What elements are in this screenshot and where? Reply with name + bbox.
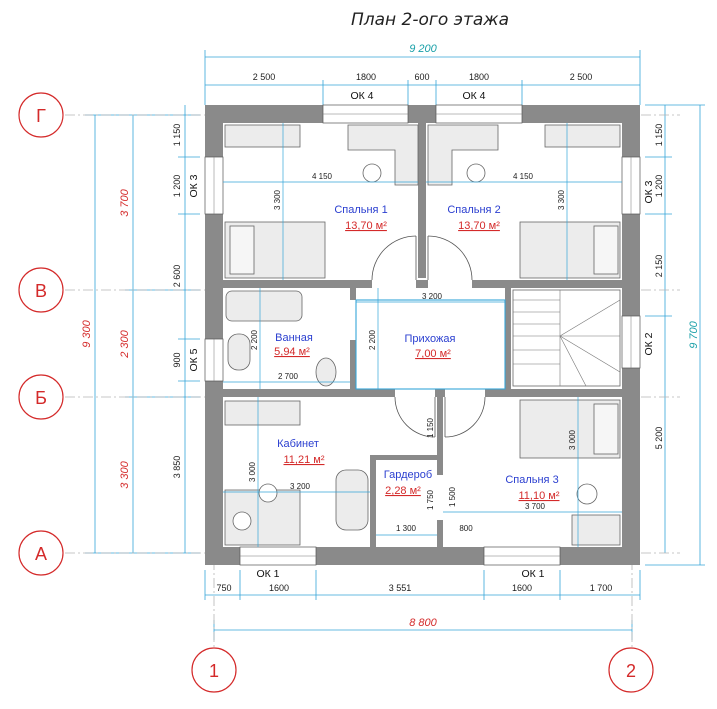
bottom-dimension-lines bbox=[204, 570, 641, 640]
axis-label-row-2: В bbox=[35, 281, 47, 301]
top-dim-4: 1800 bbox=[469, 72, 489, 82]
right-minor-dim-4: 5 200 bbox=[654, 427, 664, 450]
room-area-office: 11,21 м² bbox=[284, 454, 325, 466]
room-area-hallway: 7,00 м² bbox=[415, 348, 451, 360]
door-swings bbox=[371, 235, 486, 438]
right-minor-dim-2: 1 200 bbox=[654, 175, 664, 198]
room-outline-highlights bbox=[355, 299, 506, 390]
room-name-hallway: Прихожая bbox=[405, 333, 456, 345]
sp2-height-dim: 3 300 bbox=[557, 189, 566, 210]
sp3-height-dim: 3 000 bbox=[568, 429, 577, 450]
axis-label-col-2: 2 bbox=[626, 661, 636, 681]
sp3-width-dim: 3 700 bbox=[525, 502, 546, 511]
room-name-bedroom-3: Спальня 3 bbox=[505, 474, 558, 486]
axis-label-row-1: Г bbox=[36, 106, 46, 126]
window-label-bottom-left: ОК 1 bbox=[256, 568, 279, 580]
left-minor-dim-4: 900 bbox=[172, 352, 182, 367]
bottom-dim-3: 3 551 bbox=[389, 583, 412, 593]
gard-height-dim-1: 1 150 bbox=[426, 417, 435, 438]
window-label-top-left: ОК 4 bbox=[350, 90, 373, 102]
window-label-bottom-right: ОК 1 bbox=[521, 568, 544, 580]
sp1-width-dim: 4 150 bbox=[312, 172, 333, 181]
axis-bubbles bbox=[18, 92, 654, 693]
sp3-height-dim-2: 1 500 bbox=[448, 486, 457, 507]
door-openings bbox=[350, 280, 485, 520]
top-dim-2: 1800 bbox=[356, 72, 376, 82]
room-name-wardrobe: Гардероб bbox=[384, 469, 432, 481]
left-major-dim-3: 3 300 bbox=[119, 460, 131, 488]
top-total-dim: 9 200 bbox=[409, 43, 437, 55]
left-major-dim-1: 3 700 bbox=[119, 188, 131, 216]
bottom-dim-1: 750 bbox=[216, 583, 231, 593]
right-total-dim: 9 700 bbox=[688, 320, 700, 348]
room-name-bedroom-2: Спальня 2 bbox=[447, 204, 500, 216]
room-area-bedroom-3: 11,10 м² bbox=[519, 490, 560, 502]
cab-height-dim: 3 000 bbox=[248, 461, 257, 482]
axis-label-row-3: Б bbox=[35, 388, 47, 408]
left-minor-dim-1: 1 150 bbox=[172, 124, 182, 147]
window-label-right-upper: ОК 3 bbox=[643, 180, 655, 203]
gard-height-dim-2: 1 750 bbox=[426, 489, 435, 510]
top-dim-5: 2 500 bbox=[570, 72, 593, 82]
hall-width-dim: 3 200 bbox=[422, 292, 443, 301]
hall-height-dim: 2 200 bbox=[368, 329, 377, 350]
inner-dimension-lines bbox=[223, 123, 622, 547]
room-area-bedroom-2: 13,70 м² bbox=[458, 220, 500, 232]
right-minor-dim-3: 2 150 bbox=[654, 255, 664, 278]
left-total-dim: 9 300 bbox=[81, 319, 93, 347]
window-label-left-upper: ОК 3 bbox=[188, 174, 200, 197]
window-label-right-mid: ОК 2 bbox=[643, 332, 655, 355]
gard-width-dim: 1 300 bbox=[396, 524, 417, 533]
left-dimension-lines bbox=[85, 105, 200, 554]
plan-title: План 2-ого этажа bbox=[351, 10, 509, 30]
top-dim-1: 2 500 bbox=[253, 72, 276, 82]
bottom-dim-4: 1600 bbox=[512, 583, 532, 593]
right-minor-dim-1: 1 150 bbox=[654, 124, 664, 147]
room-name-office: Кабинет bbox=[277, 438, 319, 450]
window-label-top-right: ОК 4 bbox=[462, 90, 485, 102]
bottom-dim-2: 1600 bbox=[269, 583, 289, 593]
bottom-total-dim: 8 800 bbox=[409, 617, 437, 629]
left-minor-dim-5: 3 850 bbox=[172, 456, 182, 479]
room-area-bathroom: 5,94 м² bbox=[274, 346, 310, 358]
bath-width-dim: 2 700 bbox=[278, 372, 299, 381]
room-area-wardrobe: 2,28 м² bbox=[385, 485, 421, 497]
top-dimension-lines bbox=[204, 50, 641, 105]
axis-label-col-1: 1 bbox=[209, 661, 219, 681]
bath-height-dim: 2 200 bbox=[250, 329, 259, 350]
furniture bbox=[224, 124, 621, 546]
stair-steps bbox=[513, 290, 621, 387]
right-dimension-lines bbox=[645, 104, 705, 566]
cab-width-dim: 3 200 bbox=[290, 482, 311, 491]
sp1-height-dim: 3 300 bbox=[273, 189, 282, 210]
left-minor-dim-3: 2 600 bbox=[172, 265, 182, 288]
sp3-width-dim-2: 800 bbox=[459, 524, 473, 533]
left-minor-dim-2: 1 200 bbox=[172, 175, 182, 198]
room-area-bedroom-1: 13,70 м² bbox=[345, 220, 387, 232]
window-glass-lines bbox=[213, 113, 632, 557]
left-major-dim-2: 2 300 bbox=[119, 329, 131, 358]
room-name-bathroom: Ванная bbox=[275, 332, 313, 344]
axis-label-row-4: А bbox=[35, 544, 47, 564]
sp2-width-dim: 4 150 bbox=[513, 172, 534, 181]
window-label-left-mid: ОК 5 bbox=[188, 348, 200, 371]
top-dim-3: 600 bbox=[414, 72, 429, 82]
room-name-bedroom-1: Спальня 1 bbox=[334, 204, 387, 216]
bottom-dim-5: 1 700 bbox=[590, 583, 613, 593]
